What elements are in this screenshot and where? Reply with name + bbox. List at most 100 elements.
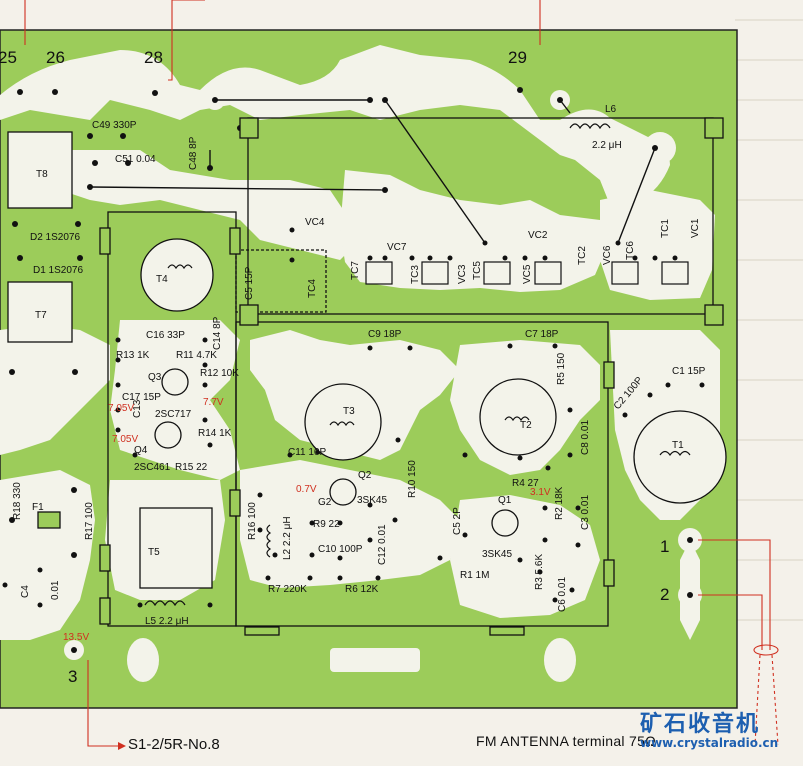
label-c17: C17 15P: [122, 392, 161, 403]
label-r16: R16 100: [247, 502, 258, 540]
label-c13: C13: [132, 399, 143, 418]
label-vc7: VC7: [387, 242, 407, 253]
background-table-lines: [735, 19, 803, 621]
voltage-13-5: 13.5V: [63, 632, 89, 643]
voltage-7-7: 7.7V: [203, 397, 224, 408]
terminal-29: 29: [508, 48, 527, 67]
voltage-7-05-top: 7.05V: [108, 403, 134, 414]
label-q3: Q3: [148, 372, 162, 383]
component-labels: C49 330P C51 0.04 C48 8P T8 D2 1S2076 D1…: [12, 104, 706, 627]
voltage-3-1: 3.1V: [530, 487, 551, 498]
voltage-labels: 7.05V 7.05V 7.7V 0.7V 3.1V 13.5V: [63, 397, 551, 643]
label-g2: G2: [318, 497, 332, 508]
label-c14: C14 8P: [212, 316, 223, 350]
label-t1: T1: [672, 440, 684, 451]
label-r3: R3 5.6K: [534, 554, 545, 590]
label-c9: C9 18P: [368, 329, 402, 340]
label-q2: Q2: [358, 470, 372, 481]
label-tc4: TC4: [307, 279, 318, 298]
transformer-cans: [140, 238, 727, 504]
label-f1: F1: [32, 502, 44, 513]
label-c51: C51 0.04: [115, 154, 156, 165]
switch-reference: S1-2/5R-No.8: [128, 736, 220, 753]
label-d2: D2 1S2076: [30, 232, 80, 243]
label-r13: R13 1K: [116, 350, 150, 361]
label-r15: R15 22: [175, 462, 208, 473]
label-vc6: VC6: [602, 245, 613, 265]
terminal-3: 3: [68, 667, 77, 686]
label-r4: R4 27: [512, 478, 539, 489]
label-l6-value: 2.2 μH: [592, 140, 622, 151]
label-l2: L2 2.2 μH: [282, 516, 293, 560]
label-r10: R10 150: [407, 460, 418, 498]
if-transformers: [7, 131, 213, 589]
label-l6: L6: [605, 104, 617, 115]
label-c1: C1 15P: [672, 366, 706, 377]
trimmer-blocks: [365, 261, 689, 285]
label-t2: T2: [520, 420, 532, 431]
label-vc3: VC3: [457, 264, 468, 284]
label-r1: R1 1M: [460, 570, 489, 581]
label-l5: L5 2.2 μH: [145, 616, 189, 627]
label-r12: R12 10K: [200, 368, 239, 379]
shield-outlines: [107, 117, 714, 627]
label-q1: Q1: [498, 495, 512, 506]
voltage-7-05-bottom: 7.05V: [112, 434, 138, 445]
terminal-1: 1: [660, 537, 669, 556]
terminal-labels: 25 26 28 29 1 2 3: [0, 48, 669, 686]
label-c10: C10 100P: [318, 544, 363, 555]
label-2sc461: 2SC461: [134, 462, 171, 473]
transistors: [154, 368, 519, 537]
label-c4-value: 0.01: [50, 580, 61, 600]
label-d1: D1 1S2076: [33, 265, 83, 276]
label-c3: C3 0.01: [580, 495, 591, 530]
label-c16: C16 33P: [146, 330, 185, 341]
label-tc2: TC2: [577, 246, 588, 265]
label-tc7: TC7: [350, 261, 361, 280]
label-r2: R2 18K: [554, 486, 565, 520]
label-vc5: VC5: [522, 264, 533, 284]
label-vc4: VC4: [305, 217, 325, 228]
label-c8: C8 0.01: [580, 420, 591, 455]
voltage-0-7: 0.7V: [296, 484, 317, 495]
transformer-coils: [144, 123, 691, 607]
label-c5: C5 15P: [244, 266, 255, 300]
red-leader-lines: [24, 0, 779, 747]
label-r7: R7 220K: [268, 584, 307, 595]
jumper-wires: [89, 99, 656, 244]
label-vc2: VC2: [528, 230, 548, 241]
label-c11: C11 10P: [288, 447, 327, 458]
label-t7: T7: [35, 310, 47, 321]
label-r11: R11 4.7K: [176, 350, 217, 361]
label-c49: C49 330P: [92, 120, 137, 131]
arrow-icon: [118, 742, 126, 750]
label-tc5: TC5: [472, 261, 483, 280]
board-outline: [0, 29, 738, 709]
label-c48: C48 8P: [188, 136, 199, 170]
label-r5: R5 150: [556, 352, 567, 385]
label-t5: T5: [148, 547, 160, 558]
label-q4: Q4: [134, 445, 148, 456]
label-tc1: TC1: [660, 219, 671, 238]
label-t4: T4: [156, 274, 168, 285]
terminal-26: 26: [46, 48, 65, 67]
label-t3: T3: [343, 406, 355, 417]
label-tc6: TC6: [625, 241, 636, 260]
label-c6: C6 0.01: [557, 577, 568, 612]
label-r17: R17 100: [84, 502, 95, 540]
watermark: 矿石收音机 www.crystalradio.cn: [640, 706, 778, 750]
label-r18: R18 330: [12, 482, 23, 520]
terminal-28: 28: [144, 48, 163, 67]
label-r9: R9 22: [313, 519, 340, 530]
label-3sk45-q2: 3SK45: [357, 495, 387, 506]
label-c12: C12 0.01: [377, 524, 388, 565]
terminal-25: 25: [0, 48, 17, 67]
shield-corner-tabs: [99, 117, 724, 636]
label-r14: R14 1K: [198, 428, 232, 439]
label-3sk45-q1: 3SK45: [482, 549, 512, 560]
watermark-chinese: 矿石收音机: [640, 712, 761, 737]
solder-pads: [2, 87, 705, 653]
watermark-url: www.crystalradio.cn: [640, 736, 779, 750]
terminal-2: 2: [660, 585, 669, 604]
